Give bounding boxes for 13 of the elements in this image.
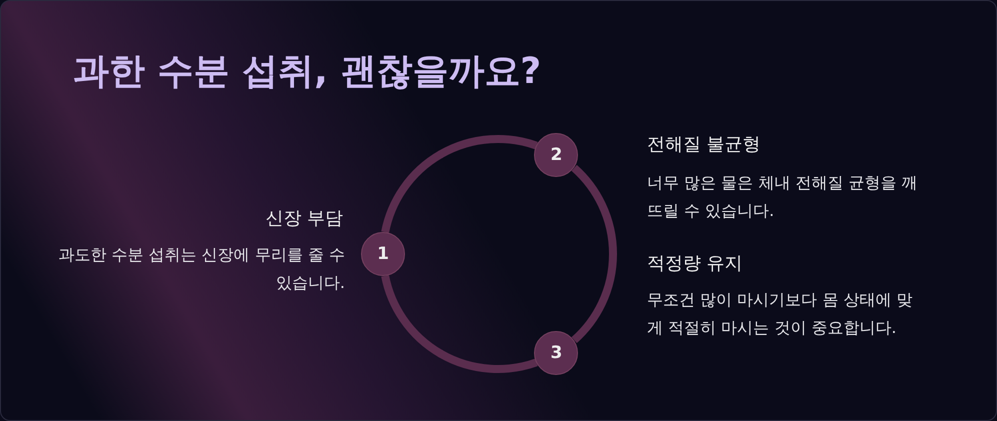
step-heading: 적정량 유지: [647, 252, 743, 275]
step-description: 무조건 많이 마시기보다 몸 상태에 맞게 적절히 마시는 것이 중요합니다.: [647, 289, 914, 339]
step-heading: 전해질 불균형: [647, 133, 761, 156]
step-number-circle: 1: [361, 232, 405, 276]
ring-arc: [381, 135, 538, 234]
ring-arc: [381, 274, 538, 373]
ring-arc: [571, 165, 617, 343]
step-heading: 신장 부담: [265, 207, 343, 230]
step-description: 너무 많은 물은 체내 전해질 균형을 깨뜨릴 수 있습니다.: [647, 172, 919, 222]
step-description: 과도한 수분 섭취는 신장에 무리를 줄 수 있습니다.: [57, 244, 345, 294]
step-number-circle: 3: [534, 331, 578, 376]
step-number-circle: 2: [534, 132, 578, 177]
title: 과한 수분 섭취, 괜찮을까요?: [73, 50, 542, 94]
